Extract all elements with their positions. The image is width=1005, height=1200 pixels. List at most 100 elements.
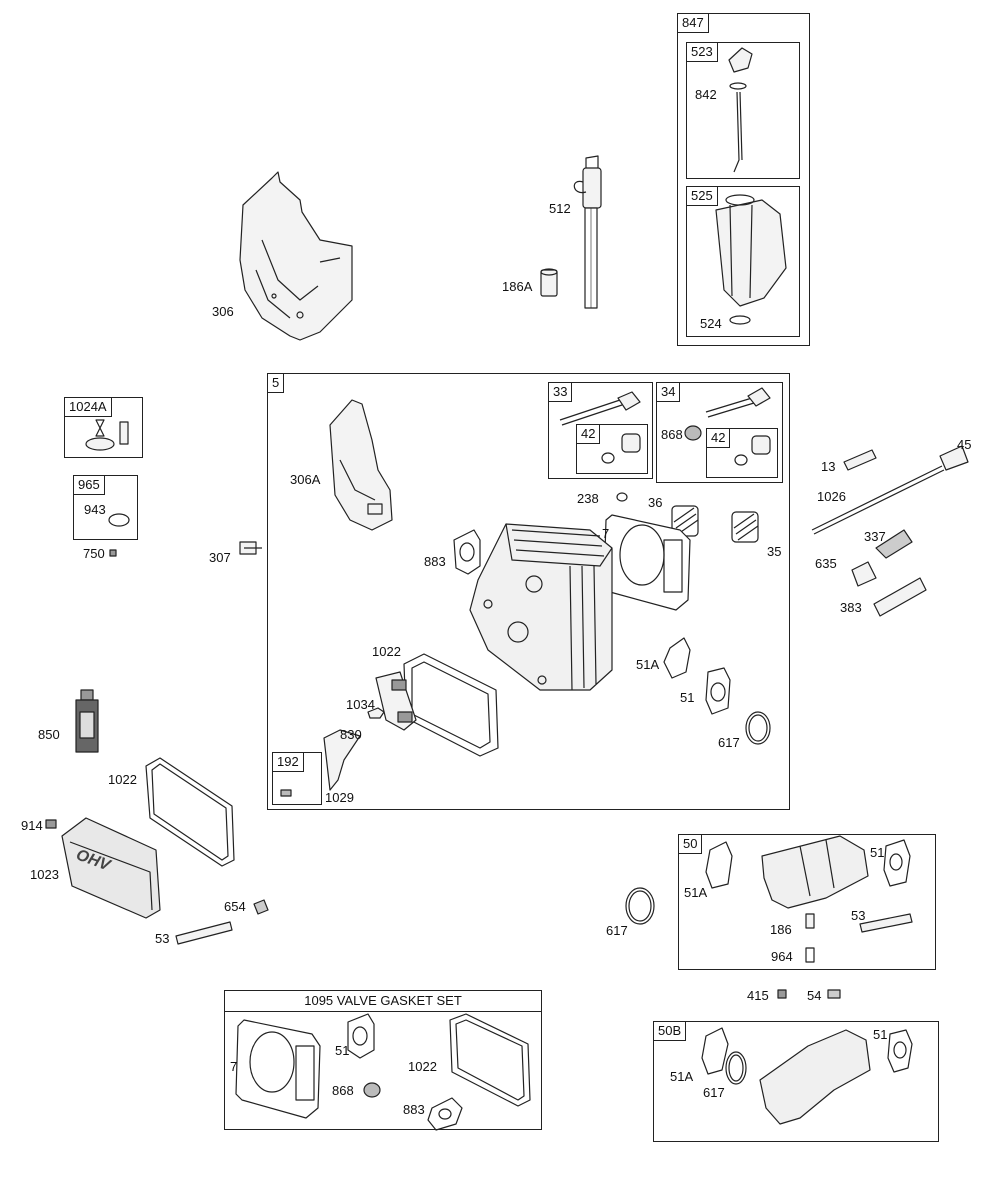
- part-label-13: 13: [821, 459, 836, 474]
- box-42-b-label: 42: [707, 429, 731, 448]
- part-label-1026: 1026: [817, 489, 846, 504]
- part-label-850: 850: [38, 727, 60, 742]
- box-965: 965: [73, 475, 138, 540]
- box-965-label: 965: [74, 476, 105, 495]
- part-label-51A-c: 51A: [670, 1069, 694, 1084]
- intake-gaskets-drawing: [664, 638, 770, 744]
- breather-parts-drawing: [281, 672, 416, 796]
- part-label-383: 383: [840, 600, 862, 615]
- part-label-617-c: 617: [703, 1085, 725, 1100]
- bolt-307-drawing: [240, 542, 262, 554]
- part-label-883-b: 883: [403, 1102, 425, 1117]
- part-label-7-a: 7: [602, 526, 610, 541]
- box-50-label: 50: [679, 835, 703, 854]
- part-label-51-d: 51: [335, 1043, 350, 1058]
- shield-306-drawing: [240, 172, 352, 340]
- part-label-1022-a: 1022: [372, 644, 401, 659]
- box-5: 5: [267, 373, 790, 810]
- intake-manifold-50-drawing: [706, 836, 912, 998]
- part-label-51-a: 51: [680, 690, 695, 705]
- part-label-830: 830: [340, 727, 362, 742]
- box-847-label: 847: [678, 14, 709, 33]
- part-label-51-c: 51: [873, 1027, 888, 1042]
- part-label-54: 54: [807, 988, 822, 1003]
- part-label-750: 750: [83, 546, 105, 561]
- valve-34-drawing: [685, 388, 770, 465]
- part-label-45: 45: [957, 437, 972, 452]
- valve-33-drawing: [560, 392, 640, 463]
- cover-gasket-1022-left-drawing: [146, 758, 234, 866]
- part-label-238: 238: [577, 491, 599, 506]
- kit-965-drawing: [109, 514, 129, 556]
- box-847: 847: [677, 13, 810, 346]
- part-label-51-b: 51: [870, 845, 885, 860]
- shield-306A-drawing: [330, 400, 392, 530]
- box-34: 34: [656, 382, 783, 483]
- box-33-label: 33: [549, 383, 573, 402]
- part-label-883-a: 883: [424, 554, 446, 569]
- rocker-cover-1023-drawing: OHV: [46, 818, 160, 918]
- part-label-964: 964: [771, 949, 793, 964]
- box-33: 33: [548, 382, 653, 479]
- part-label-415: 415: [747, 988, 769, 1003]
- part-label-306A: 306A: [290, 472, 321, 487]
- part-label-53-a: 53: [155, 931, 170, 946]
- oring-617-lower-drawing: [626, 888, 654, 924]
- part-label-654: 654: [224, 899, 246, 914]
- part-label-306: 306: [212, 304, 234, 319]
- box-42-b: 42: [706, 428, 778, 478]
- gasket-set-drawing: [236, 1014, 530, 1130]
- part-label-512: 512: [549, 201, 571, 216]
- box-gasket-set: 1095 VALVE GASKET SET: [224, 990, 542, 1130]
- part-label-186: 186: [770, 922, 792, 937]
- gasket-883-drawing: [454, 530, 480, 574]
- part-label-1022-c: 1022: [408, 1059, 437, 1074]
- part-label-307: 307: [209, 550, 231, 565]
- part-label-35: 35: [767, 544, 782, 559]
- part-label-186A: 186A: [502, 279, 533, 294]
- box-50B: 50B: [653, 1021, 939, 1142]
- part-label-7-b: 7: [230, 1059, 238, 1074]
- part-label-1029: 1029: [325, 790, 354, 805]
- sealant-850-drawing: [76, 690, 98, 752]
- right-column-parts-drawing: [812, 446, 968, 616]
- box-34-label: 34: [657, 383, 681, 402]
- part-label-868-a: 868: [661, 427, 683, 442]
- box-1024A: 1024A: [64, 397, 143, 458]
- dipstick-523-drawing: [729, 48, 752, 172]
- part-label-337: 337: [864, 529, 886, 544]
- part-label-51A-a: 51A: [636, 657, 660, 672]
- intake-manifold-50B-drawing: [702, 1028, 912, 1124]
- part-label-524: 524: [700, 316, 722, 331]
- part-label-914: 914: [21, 818, 43, 833]
- head-gasket-7-drawing: [604, 515, 690, 610]
- part-label-51A-b: 51A: [684, 885, 708, 900]
- dipstick-tube-525-drawing: [716, 195, 786, 324]
- box-1024A-label: 1024A: [65, 398, 112, 417]
- box-525: 525: [686, 186, 800, 337]
- kit-1024A-drawing: [86, 420, 128, 450]
- part-label-842: 842: [695, 87, 717, 102]
- box-42-a: 42: [576, 424, 648, 474]
- part-label-868-b: 868: [332, 1083, 354, 1098]
- part-label-36: 36: [648, 495, 663, 510]
- part-label-943: 943: [84, 502, 106, 517]
- part-label-53-b: 53: [851, 908, 866, 923]
- tube-512-drawing: [541, 156, 601, 308]
- box-523-label: 523: [687, 43, 718, 62]
- box-523: 523: [686, 42, 800, 179]
- box-192: 192: [272, 752, 322, 805]
- part-label-1022-b: 1022: [108, 772, 137, 787]
- stud-53-drawing: [176, 900, 268, 944]
- box-42-a-label: 42: [577, 425, 601, 444]
- part-label-635: 635: [815, 556, 837, 571]
- box-5-label: 5: [268, 374, 285, 393]
- part-label-617-b: 617: [606, 923, 628, 938]
- box-525-label: 525: [687, 187, 718, 206]
- cylinder-head-drawing: [470, 524, 612, 690]
- gasket-set-title: 1095 VALVE GASKET SET: [225, 991, 541, 1012]
- part-label-617-a: 617: [718, 735, 740, 750]
- box-50B-label: 50B: [654, 1022, 687, 1041]
